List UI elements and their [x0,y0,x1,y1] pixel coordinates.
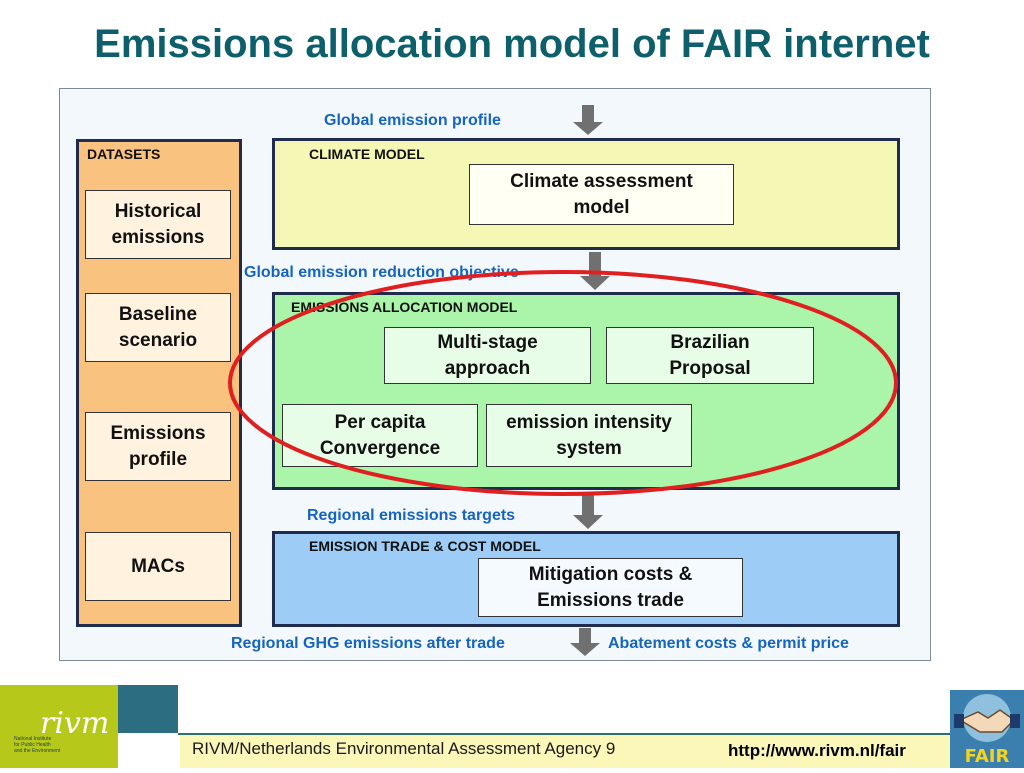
rivm-logo-wordmark: rivm [40,706,110,741]
datasets-label: DATASETS [87,146,161,162]
footer-bar [180,735,950,768]
baseline-scenario-box: Baseline scenario [85,293,231,362]
multi-stage-box: Multi-stage approach [384,327,591,384]
climate-model-label: CLIMATE MODEL [309,146,425,162]
historical-emissions-box: Historical emissions [85,190,231,259]
rivm-logo-block [118,685,178,733]
emission-intensity-box: emission intensity system [486,404,692,467]
per-capita-convergence-box: Per capita Convergence [282,404,478,467]
global-emission-profile-label: Global emission profile [324,112,501,129]
fair-logo: FAIR [950,690,1024,768]
rivm-logo-block [118,733,178,768]
trade-model-label: EMISSION TRADE & COST MODEL [309,538,541,554]
emissions-profile-box: Emissions profile [85,412,231,481]
macs-box: MACs [85,532,231,601]
regional-targets-label: Regional emissions targets [307,507,516,524]
down-arrow-icon [570,628,600,656]
slide-title: Emissions allocation model of FAIR inter… [94,22,930,66]
footer-divider [120,733,950,735]
after-trade-label: Regional GHG emissions after trade [231,635,505,652]
allocation-model-label: EMISSIONS ALLOCATION MODEL [291,299,518,315]
climate-assessment-box: Climate assessment model [469,164,734,225]
abatement-costs-label: Abatement costs & permit price [608,635,849,652]
global-reduction-objective-label: Global emission reduction objective [244,264,519,281]
brazilian-proposal-box: Brazilian Proposal [606,327,814,384]
down-arrow-icon [580,252,610,290]
footer-url-link[interactable]: http://www.rivm.nl/fair [728,741,906,760]
mitigation-costs-box: Mitigation costs & Emissions trade [478,558,743,617]
fair-logo-wordmark: FAIR [964,746,1010,767]
footer-agency-text: RIVM/Netherlands Environmental Assessmen… [192,739,616,758]
handshake-icon [954,694,1020,742]
down-arrow-icon [573,492,603,529]
rivm-logo-subtitle: National Institute for Public Health and… [14,736,61,754]
down-arrow-icon [573,105,603,135]
